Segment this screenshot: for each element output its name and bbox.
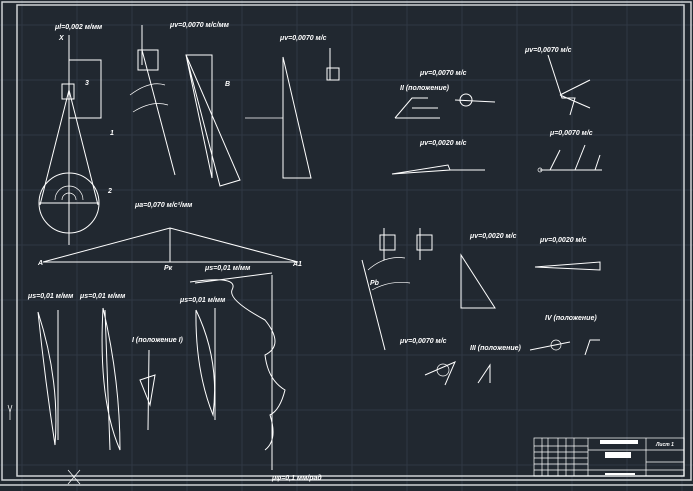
accel-scale: μa=0,070 м/с²/мм <box>134 202 193 209</box>
label-b: B <box>225 81 230 88</box>
label-1: 1 <box>110 130 114 137</box>
graph-scale-2: μs=0,01 м/мм <box>79 293 126 300</box>
velocity-scale-8: μv=0,0020 м/с <box>539 237 587 244</box>
point-a: A <box>37 260 43 267</box>
axis-x-label: X <box>58 35 65 42</box>
point-pk: Pк <box>164 265 173 272</box>
velocity-scale-7: μv=0,0020 м/с <box>469 233 517 240</box>
position-ii-label: II (положение) <box>400 85 450 92</box>
graph-scale-3: μs=0,01 м/мм <box>179 297 226 304</box>
mechanism-scale: μl=0,002 м/мм <box>54 24 103 31</box>
title-block-sheet: Лист 1 <box>655 442 674 448</box>
velocity-scale-4: μv=0,0020 м/с <box>419 140 467 147</box>
position-iii-label: III (положение) <box>470 345 522 352</box>
diagram-scale: μs=0,01 м/мм <box>204 265 251 272</box>
velocity-scale-1: μv=0,0070 м/с/мм <box>169 22 230 29</box>
velocity-scale-6: μ=0,0070 м/с <box>549 130 593 137</box>
acceleration-plan: μa=0,070 м/с²/мм A A1 Pк <box>37 202 302 272</box>
velocity-plan-1: μv=0,0070 м/с/мм B <box>129 22 241 187</box>
velocity-scale-2: μv=0,0070 м/с <box>279 35 327 42</box>
velocity-scale-5: μv=0,0070 м/с <box>524 47 572 54</box>
label-pb: Pb <box>370 280 380 287</box>
label-2: 2 <box>107 188 112 195</box>
graph-scale-1: μs=0,01 м/мм <box>27 293 74 300</box>
acceleration-plans-right: μv=0,0020 м/с μv=0,0020 м/с μv=0,0070 м/… <box>361 228 601 386</box>
velocity-plans-right: μv=0,0070 м/с II (положение) μv=0,0020 м… <box>391 47 602 175</box>
bottom-scale: μφ=0,1 мм/рад <box>271 474 322 482</box>
label-3: 3 <box>85 80 89 87</box>
position-i-label: I (положение I) <box>132 337 184 344</box>
position-iv-label: IV (положение) <box>545 315 597 322</box>
velocity-plan-2: μv=0,0070 м/с <box>245 35 340 179</box>
velocity-scale-3: μv=0,0070 м/с <box>419 70 467 77</box>
point-a1: A1 <box>292 261 302 268</box>
velocity-scale-9: μv=0,0070 м/с <box>399 338 447 345</box>
title-block: Лист 1 <box>533 437 685 477</box>
displacement-graphs: μs=0,01 м/мм μs=0,01 м/мм μs=0,01 м/мм μ… <box>7 265 322 485</box>
mechanism-scheme: μl=0,002 м/мм X 1 3 2 <box>38 24 114 245</box>
